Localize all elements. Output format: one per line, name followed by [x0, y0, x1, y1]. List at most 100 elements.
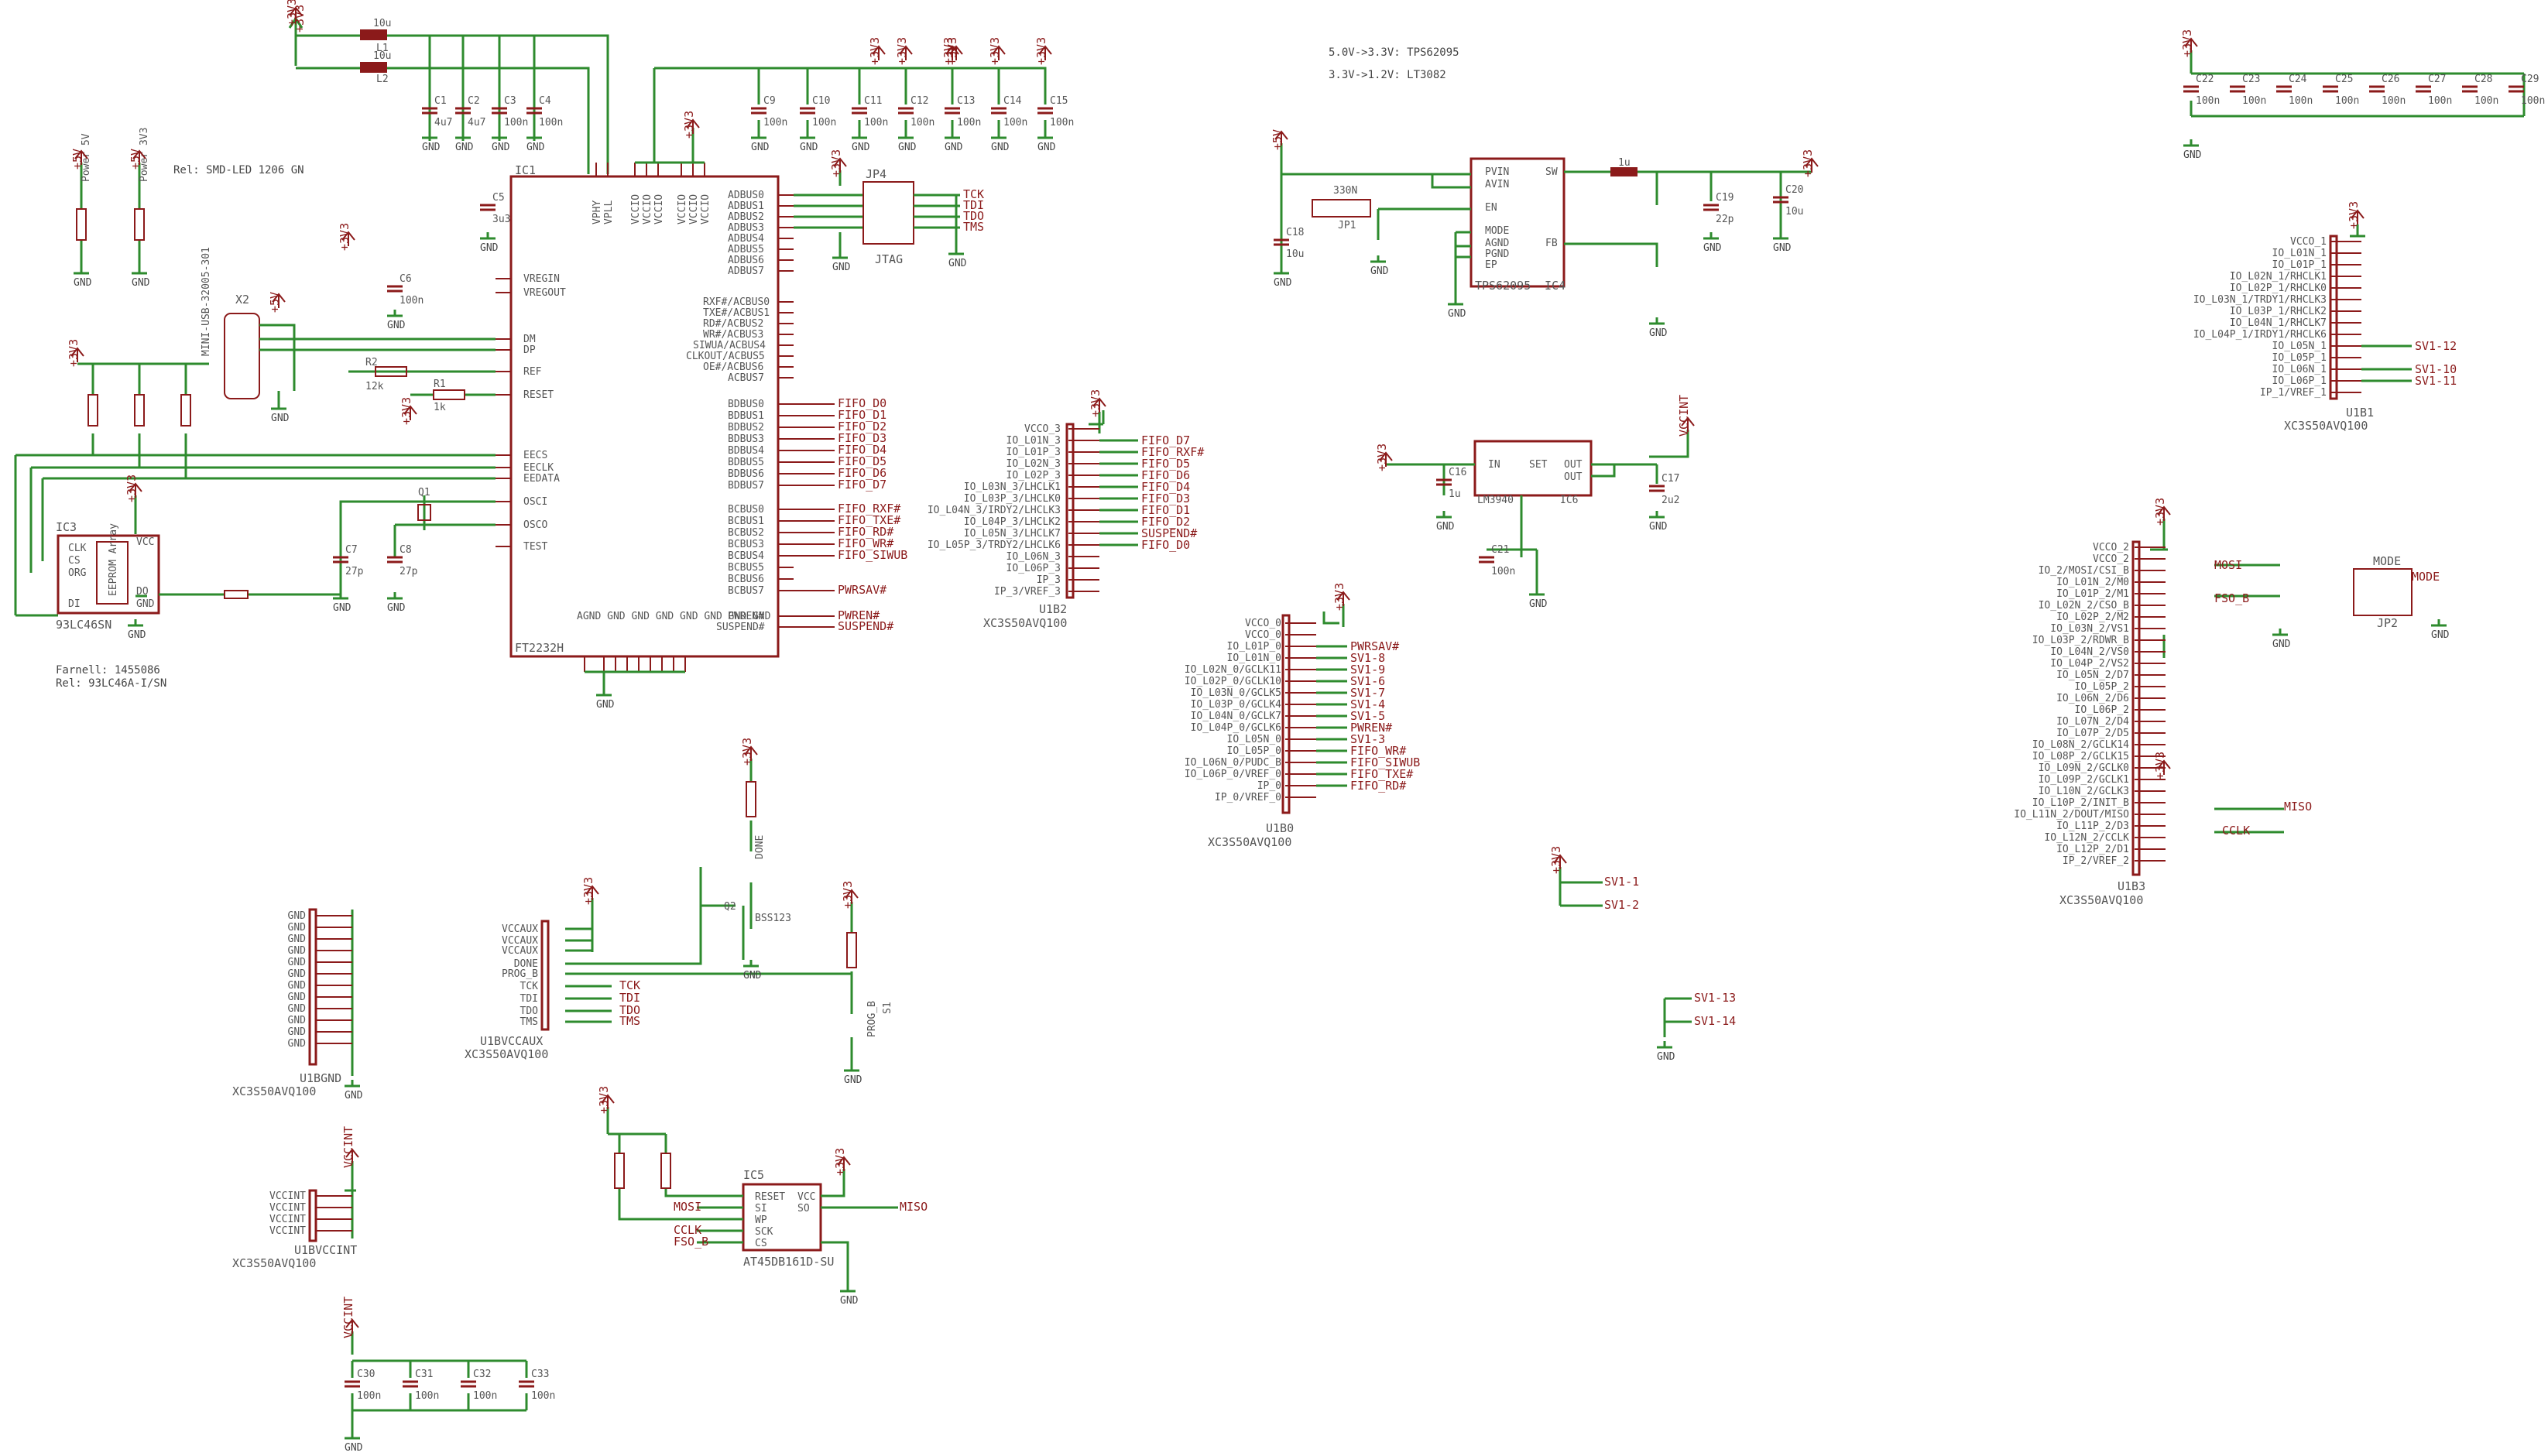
- svg-text:U1BVCCINT: U1BVCCINT: [294, 1243, 357, 1257]
- svg-text:GND: GND: [2183, 149, 2202, 161]
- svg-text:XC3S50AVQ100: XC3S50AVQ100: [232, 1084, 316, 1098]
- svg-text:FB: FB: [1545, 238, 1558, 249]
- svg-text:ADBUS1: ADBUS1: [728, 200, 764, 212]
- svg-text:+3V3: +3V3: [2180, 29, 2194, 57]
- svg-text:+3V3: +3V3: [1375, 444, 1389, 471]
- svg-text:+3V3: +3V3: [1034, 37, 1048, 65]
- svg-text:100n: 100n: [910, 117, 934, 128]
- svg-text:SW: SW: [1545, 166, 1558, 178]
- bank-pin-label: IO_L04P_3/LHCLK2: [964, 516, 1061, 528]
- ref-reset-resistors: R2 12k R1 1k: [348, 357, 496, 413]
- svg-text:+3V3: +3V3: [941, 37, 955, 65]
- svg-text:U1B3: U1B3: [2118, 879, 2145, 893]
- svg-text:GND: GND: [288, 910, 307, 922]
- svg-text:FIFO_D6: FIFO_D6: [838, 466, 886, 480]
- svg-text:VPHY: VPHY: [592, 200, 603, 224]
- svg-text:SV1-13: SV1-13: [1694, 991, 1736, 1005]
- svg-text:GND: GND: [1448, 308, 1466, 320]
- svg-text:100n: 100n: [2521, 95, 2545, 107]
- ground-symbol: GND: [128, 619, 146, 641]
- svg-text:JP1: JP1: [1338, 220, 1356, 231]
- bank-pin-label: VCCO_1: [2290, 236, 2327, 248]
- svg-text:R1: R1: [434, 379, 446, 390]
- bank-pin-label: IO_L07P_2/D5: [2056, 728, 2129, 739]
- u1b3-net: MISO: [2284, 800, 2312, 814]
- svg-text:EN: EN: [1485, 202, 1497, 214]
- bank-pin-label: IO_L04N_1/RHCLK7: [2230, 317, 2327, 329]
- bank-pin-label: IO_L02P_3: [1007, 470, 1061, 481]
- svg-text:ACBUS7: ACBUS7: [728, 372, 764, 384]
- bank-net-label: FIFO_D6: [1141, 468, 1190, 482]
- svg-text:BDBUS3: BDBUS3: [728, 433, 764, 445]
- svg-text:MISO: MISO: [900, 1200, 928, 1214]
- svg-text:GND: GND: [945, 142, 963, 153]
- pullup-resistors: [77, 362, 209, 478]
- svg-text:ADBUS6: ADBUS6: [728, 255, 764, 266]
- svg-text:GND: GND: [333, 602, 352, 614]
- svg-text:C24: C24: [2289, 74, 2307, 85]
- svg-text:VREGOUT: VREGOUT: [523, 287, 566, 299]
- svg-text:VCCINT: VCCINT: [341, 1297, 355, 1338]
- svg-text:PVIN: PVIN: [1485, 166, 1509, 178]
- bank-pin-label: IO_L12P_2/D1: [2056, 844, 2129, 855]
- svg-text:VREGIN: VREGIN: [523, 273, 560, 285]
- supply-arrow: +3V3: [2347, 201, 2365, 229]
- svg-text:+3V3: +3V3: [868, 37, 882, 65]
- svg-text:GND: GND: [288, 945, 307, 957]
- svg-text:GND: GND: [1274, 277, 1292, 289]
- bank-pin-label: IO_L05N_0: [1227, 734, 1281, 745]
- bank-pin-label: IO_L01N_3: [1007, 435, 1061, 447]
- ground-symbol: GND: [132, 267, 150, 289]
- svg-text:GND: GND: [288, 992, 307, 1003]
- bank-pin-label: IO_L03N_3/LHCLK1: [964, 481, 1061, 493]
- bank-net-label: FIFO_D0: [1141, 538, 1190, 552]
- svg-text:PWRSAV#: PWRSAV#: [838, 583, 886, 597]
- svg-text:100n: 100n: [763, 117, 787, 128]
- svg-text:U1B1: U1B1: [2346, 406, 2374, 420]
- bank-net-label: SV1-5: [1350, 709, 1385, 723]
- bank-pin-label: IO_L03N_1/TRDY1/RHCLK3: [2193, 294, 2327, 306]
- ground-symbol: GND: [596, 689, 615, 711]
- input-filter: 10u 10u L1 L2 +3V3: [288, 5, 609, 174]
- svg-text:TXE#/ACBUS1: TXE#/ACBUS1: [703, 307, 770, 319]
- ground-symbol: GND: [948, 248, 967, 269]
- svg-text:IC3: IC3: [56, 520, 77, 534]
- supply-arrow: VCCINT: [341, 1297, 359, 1338]
- bank-pin-label: IO_L07N_2/D4: [2056, 716, 2129, 728]
- bank-net-label: FIFO_D1: [1141, 503, 1190, 517]
- svg-text:VCC: VCC: [136, 536, 154, 548]
- svg-text:330N: 330N: [1333, 185, 1357, 197]
- bank-pin-label: IO_L06P_0/VREF_0: [1185, 769, 1281, 780]
- bank-net-label: FIFO_D7: [1141, 433, 1190, 447]
- ground-symbol: GND: [840, 1285, 859, 1307]
- u1b3-net: MODE: [2412, 570, 2440, 584]
- svg-text:+3V3: +3V3: [841, 881, 855, 909]
- ground-symbol: GND: [751, 132, 770, 153]
- svg-text:EP: EP: [1485, 259, 1497, 271]
- svg-text:GND: GND: [455, 142, 474, 153]
- svg-text:FIFO_D0: FIFO_D0: [838, 396, 886, 410]
- bank-pin-label: IO_L02P_1/RHCLK0: [2230, 283, 2327, 294]
- bank-pin-label: IO_L03N_2/VS1: [2050, 623, 2129, 635]
- bank-pin-label: IO_L04N_3/IRDY2/LHCLK3: [928, 505, 1061, 516]
- svg-text:TCK: TCK: [520, 981, 539, 992]
- cap-bank-top: [653, 67, 1047, 163]
- u1b0-bank: U1B0 XC3S50AVQ100: [1208, 604, 1345, 849]
- svg-text:AGND: AGND: [1485, 238, 1509, 249]
- svg-text:VCCINT: VCCINT: [269, 1225, 306, 1237]
- supply-arrow: +5V: [1271, 129, 1288, 150]
- svg-text:RESET: RESET: [523, 389, 554, 401]
- bank-net-label: SV1-4: [1350, 697, 1385, 711]
- svg-text:+3V3: +3V3: [597, 1086, 611, 1114]
- svg-text:100n: 100n: [864, 117, 888, 128]
- svg-text:FIFO_D2: FIFO_D2: [838, 420, 886, 433]
- svg-text:4u7: 4u7: [468, 117, 485, 128]
